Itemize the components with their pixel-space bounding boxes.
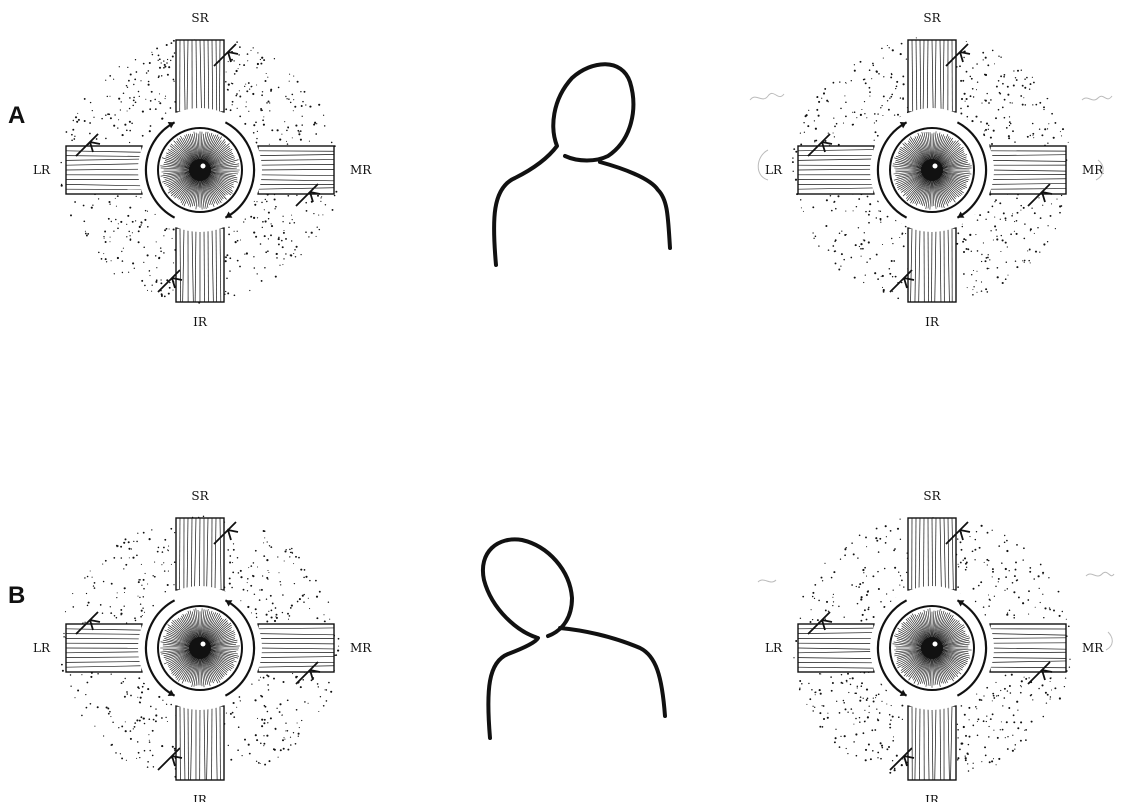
pupil-highlight bbox=[933, 164, 938, 169]
medial-rectus-muscle bbox=[258, 146, 334, 194]
label-right: MR bbox=[1082, 641, 1104, 655]
label-left: LR bbox=[33, 163, 51, 177]
pupil-highlight bbox=[201, 642, 206, 647]
superior-rectus-muscle bbox=[176, 518, 224, 590]
row-label-a: A bbox=[8, 102, 25, 130]
superior-rectus-muscle bbox=[908, 518, 956, 590]
row-label-b: B bbox=[8, 582, 25, 610]
medial-rectus-muscle bbox=[990, 624, 1066, 672]
lateral-rectus-muscle bbox=[798, 146, 874, 194]
medial-rectus-muscle bbox=[258, 624, 334, 672]
eye-panel-b-left: SR IR LR MR bbox=[33, 489, 372, 802]
label-right: MR bbox=[350, 641, 372, 655]
pupil bbox=[189, 637, 211, 659]
inferior-rectus-muscle bbox=[176, 228, 224, 302]
label-top: SR bbox=[191, 489, 209, 503]
label-right: MR bbox=[1082, 163, 1104, 177]
inferior-rectus-muscle bbox=[908, 706, 956, 780]
pupil-highlight bbox=[933, 642, 938, 647]
label-top: SR bbox=[923, 489, 941, 503]
label-bottom: IR bbox=[193, 315, 208, 329]
lateral-rectus-muscle bbox=[66, 146, 142, 194]
label-bottom: IR bbox=[925, 793, 940, 802]
lateral-rectus-muscle bbox=[798, 624, 874, 672]
pupil bbox=[921, 637, 943, 659]
label-left: LR bbox=[765, 641, 783, 655]
pupil-highlight bbox=[201, 164, 206, 169]
eye-panel-b-right: SR IR LR MR bbox=[765, 489, 1104, 802]
label-top: SR bbox=[923, 11, 941, 25]
head-figure-a bbox=[494, 64, 670, 265]
label-top: SR bbox=[191, 11, 209, 25]
medial-rectus-muscle bbox=[990, 146, 1066, 194]
eye-panel-a-left: SR IR LR MR bbox=[33, 11, 372, 329]
inferior-rectus-muscle bbox=[908, 228, 956, 302]
pupil bbox=[189, 159, 211, 181]
inferior-rectus-muscle bbox=[176, 706, 224, 780]
head-figure-b bbox=[483, 539, 665, 738]
label-bottom: IR bbox=[193, 793, 208, 802]
label-left: LR bbox=[33, 641, 51, 655]
eye-panel-a-right: SR IR LR MR bbox=[765, 11, 1104, 329]
label-left: LR bbox=[765, 163, 783, 177]
label-bottom: IR bbox=[925, 315, 940, 329]
label-right: MR bbox=[350, 163, 372, 177]
superior-rectus-muscle bbox=[908, 40, 956, 112]
pupil bbox=[921, 159, 943, 181]
lateral-rectus-muscle bbox=[66, 624, 142, 672]
superior-rectus-muscle bbox=[176, 40, 224, 112]
